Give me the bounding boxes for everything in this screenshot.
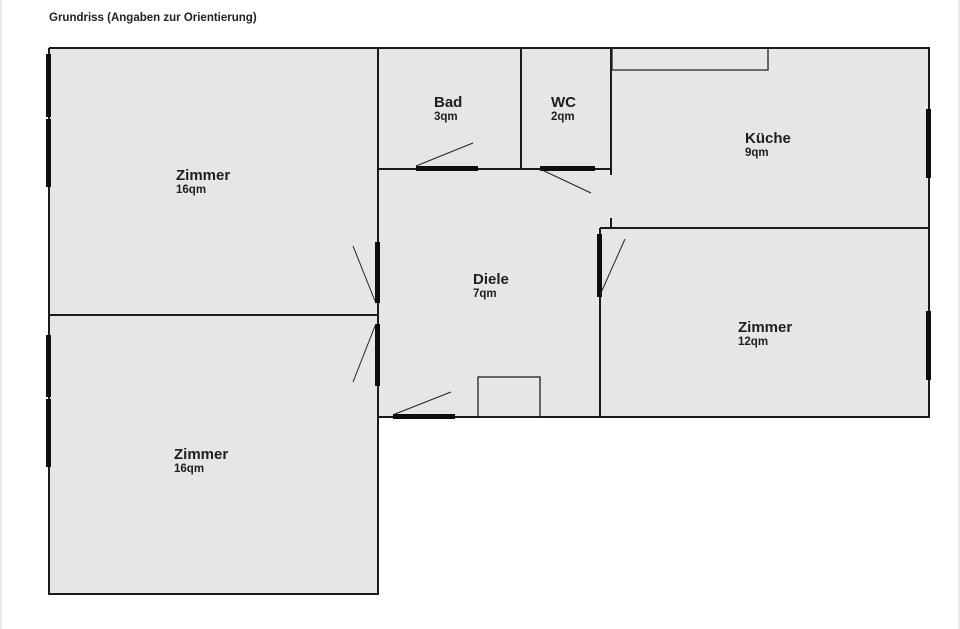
room-area: 16qm [176, 184, 207, 196]
window-icon [926, 311, 931, 380]
room-area: 7qm [473, 288, 497, 300]
floor-plan-title: Grundriss (Angaben zur Orientierung) [49, 12, 257, 24]
room-area: 2qm [551, 111, 575, 123]
door-icon [375, 242, 380, 303]
door-icon [597, 234, 602, 297]
room-label-diele: Diele 7qm [473, 272, 509, 301]
page-edge-right [958, 0, 960, 629]
room-name: Küche [745, 130, 791, 147]
room-name: Zimmer [176, 167, 231, 184]
window-icon [46, 399, 51, 467]
room-area: 9qm [745, 147, 769, 159]
windows [46, 54, 931, 467]
room-label-kueche: Küche 9qm [745, 131, 791, 160]
room-label-bad: Bad 3qm [434, 95, 462, 124]
room-fills [49, 48, 929, 594]
door-icon [393, 414, 455, 419]
fixtures [477, 48, 769, 418]
room-label-wc: WC 2qm [551, 95, 576, 124]
window-icon [46, 119, 51, 187]
room-label-zimmer-bottom-left: Zimmer 16qm [174, 447, 228, 476]
room-area: 12qm [738, 336, 769, 348]
room-name: Diele [473, 271, 509, 288]
window-icon [46, 335, 51, 397]
page-edge-left [0, 0, 2, 629]
room-name: Zimmer [738, 319, 793, 336]
room-name: Bad [434, 94, 463, 111]
room-label-zimmer-top-left: Zimmer 16qm [176, 168, 230, 197]
door-icon [416, 166, 478, 171]
door-icon [540, 166, 595, 171]
room-area: 16qm [174, 463, 205, 475]
room-area: 3qm [434, 111, 458, 123]
window-icon [926, 109, 931, 178]
room-name: WC [551, 94, 576, 111]
room-label-zimmer-right: Zimmer 12qm [738, 320, 792, 349]
door-icon [375, 324, 380, 386]
window-icon [46, 54, 51, 117]
doors [352, 142, 626, 419]
room-name: Zimmer [174, 446, 229, 463]
